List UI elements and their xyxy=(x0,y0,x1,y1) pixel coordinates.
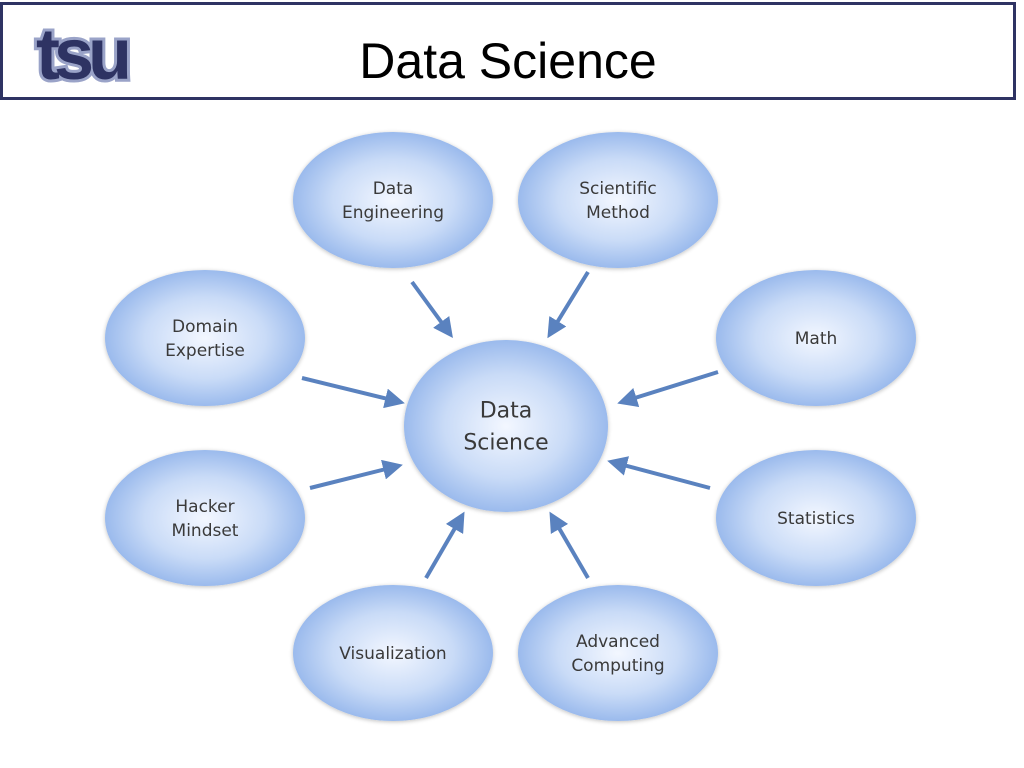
bubble-label-data-engineering: Data xyxy=(373,179,414,199)
bubble-label-advanced-computing: Advanced xyxy=(576,632,660,652)
bubble-shape-statistics xyxy=(716,450,916,586)
arrow-visualization xyxy=(424,511,465,580)
logo-outline: tsu xyxy=(36,19,128,89)
bubble-label-advanced-computing: Computing xyxy=(571,656,664,676)
bubbles: DataEngineeringScientificMethodMathStati… xyxy=(105,132,916,721)
arrow-data-engineering xyxy=(410,280,453,339)
bubble-label-math: Math xyxy=(795,329,838,349)
bubble-shape-visualization xyxy=(293,585,493,721)
logo-text: tsu xyxy=(36,19,128,89)
header-bar: tsu tsu Data Science xyxy=(0,2,1016,100)
bubble-shape-data-engineering xyxy=(293,132,493,268)
bubble-shape-hacker-mindset xyxy=(105,450,305,586)
page-title: Data Science xyxy=(359,33,657,89)
bubble-label-hacker-mindset: Hacker xyxy=(175,497,234,517)
arrow-scientific-method xyxy=(547,270,590,339)
bubble-label-data-engineering: Engineering xyxy=(342,203,444,223)
arrow-advanced-computing xyxy=(549,511,590,580)
arrow-hacker-mindset xyxy=(309,459,403,490)
bubble-shape-scientific-method xyxy=(518,132,718,268)
tsu-logo: tsu tsu xyxy=(15,19,147,89)
bubble-label-scientific-method: Scientific xyxy=(579,179,657,199)
bubble-label-scientific-method: Method xyxy=(586,203,650,223)
arrows xyxy=(301,270,719,580)
bubble-label-domain-expertise: Expertise xyxy=(165,341,245,361)
bubble-shape-math xyxy=(716,270,916,406)
bubble-label-hacker-mindset: Mindset xyxy=(172,521,239,541)
bubble-shape-domain-expertise xyxy=(105,270,305,406)
bubble-label-center: Science xyxy=(463,431,548,456)
bubble-shape-center xyxy=(404,340,608,512)
bubble-shape-advanced-computing xyxy=(518,585,718,721)
arrow-domain-expertise xyxy=(301,376,405,409)
tsu-logo-graphic: tsu tsu xyxy=(33,19,137,89)
arrow-statistics xyxy=(607,456,711,490)
bubble-label-statistics: Statistics xyxy=(777,509,855,529)
bubble-math: Math xyxy=(716,270,916,406)
bubble-label-domain-expertise: Domain xyxy=(172,317,238,337)
bubble-statistics: Statistics xyxy=(716,450,916,586)
bubble-label-visualization: Visualization xyxy=(339,644,446,664)
bubble-label-center: Data xyxy=(480,399,533,424)
bubble-visualization: Visualization xyxy=(293,585,493,721)
arrow-math xyxy=(617,370,719,408)
